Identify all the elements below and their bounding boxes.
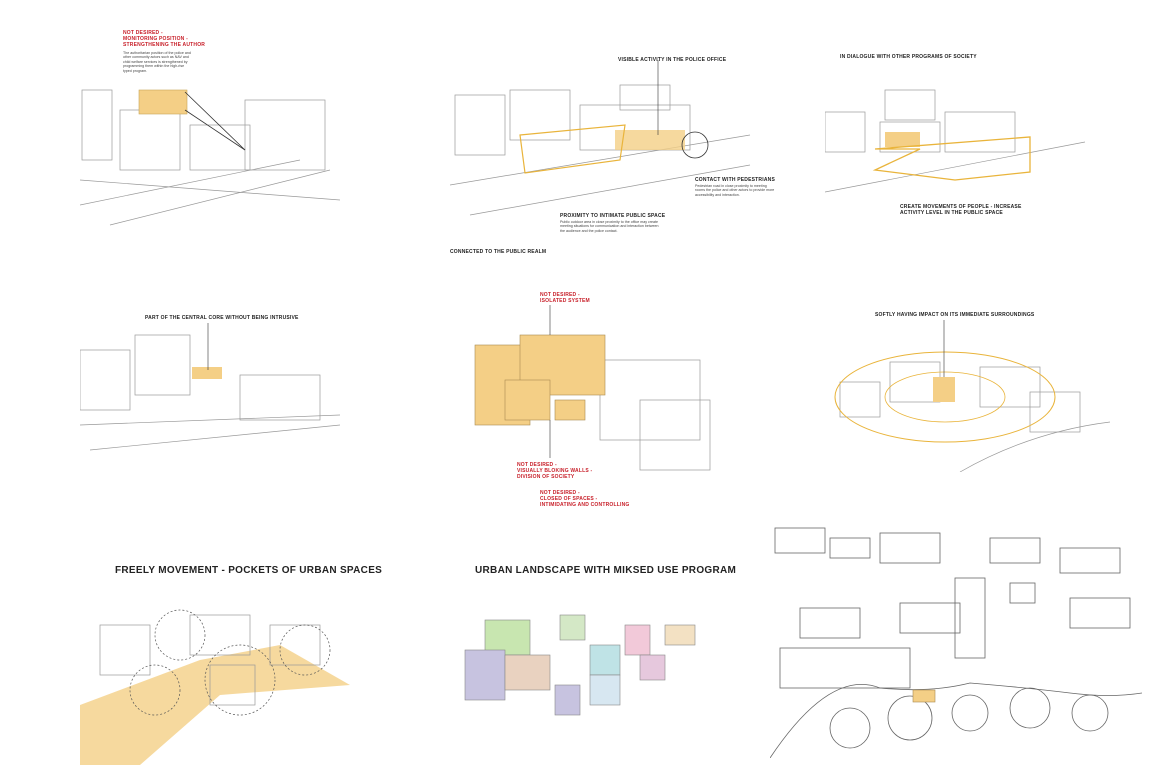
- diagram-police-office-activity: Visible activity in the police office Co…: [450, 55, 780, 260]
- diagram-soft-impact: Softly having impact on its immediate su…: [830, 312, 1120, 472]
- diagram-central-core: Part of the central core without being i…: [80, 315, 340, 455]
- sketch-city-overview: [770, 518, 1142, 758]
- label-create-movements: Create movements of people - increase ac…: [900, 204, 1022, 216]
- label-visible-activity: Visible activity in the police office: [618, 57, 727, 63]
- label-connected: Connected to the public realm: [450, 249, 547, 255]
- title-freely-movement: Freely movement - pockets of urban space…: [115, 565, 383, 576]
- warning-label: Not desired - monitoring position - stre…: [123, 30, 206, 48]
- label-contact-pedestrians: Contact with pedestrians: [695, 177, 775, 183]
- warning-isolated: Not desired - isolated system: [540, 292, 590, 304]
- diagram-urban-landscape: Urban landscape with miksed use program: [460, 565, 736, 725]
- diagram-monitoring-position: Not desired - monitoring position - stre…: [80, 30, 340, 230]
- title-urban-landscape: Urban landscape with miksed use program: [475, 565, 737, 576]
- label-dialogue: In dialogue with other programs of socie…: [840, 54, 977, 60]
- sketch-pockets: [80, 609, 350, 765]
- description-proximity: Public outdoor area in close proximity t…: [560, 220, 659, 233]
- diagram-freely-movement: Freely movement - pockets of urban space…: [80, 565, 382, 765]
- sketch-cityscape: [770, 527, 1142, 758]
- warning-closed-spaces: Not desired - closed of spaces - intimid…: [540, 490, 630, 508]
- warning-blocking-walls: Not desired - visually bloking walls - d…: [517, 462, 593, 480]
- description: The authoritarian position of the police…: [123, 51, 191, 73]
- sketch-plaza: [450, 60, 751, 216]
- sketch-movement: [825, 89, 1086, 193]
- description-contact: Pedestrian road in close proximity to me…: [695, 184, 775, 197]
- sketch-building: [80, 89, 340, 226]
- label-central-core: Part of the central core without being i…: [145, 315, 299, 321]
- label-proximity: Proximity to intimate public space: [560, 213, 666, 219]
- diagram-isolated-system: Not desired - isolated system Not desire…: [450, 290, 730, 515]
- diagram-dialogue: In dialogue with other programs of socie…: [825, 52, 1145, 222]
- sketch-isolated: [474, 305, 711, 471]
- sketch-core: [80, 323, 340, 451]
- sketch-rings: [834, 320, 1111, 472]
- label-soft-impact: Softly having impact on its immediate su…: [875, 312, 1035, 318]
- sketch-mixed-use: [464, 614, 696, 716]
